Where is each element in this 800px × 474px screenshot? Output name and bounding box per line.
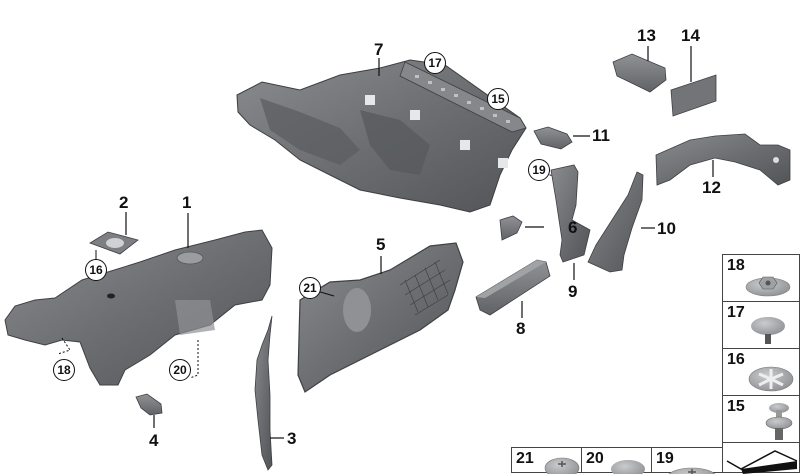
legend-cell-assortment[interactable] <box>722 442 800 474</box>
circled-callout-19[interactable]: 19 <box>528 159 550 181</box>
callout-6[interactable]: 6 <box>568 218 578 237</box>
expanding-rivet-icon <box>765 403 793 440</box>
circled-callout-21[interactable]: 21 <box>299 277 321 299</box>
part-10-pillar-trim <box>587 171 655 273</box>
circled-callout-18[interactable]: 18 <box>53 359 75 381</box>
circled-callout-15[interactable]: 15 <box>487 88 509 110</box>
legend-cell-16[interactable]: 16 <box>722 348 800 396</box>
part-12-wheelarch-insulation <box>655 133 791 186</box>
screw-icon <box>544 457 580 474</box>
assortment-icon <box>726 450 798 474</box>
part-7-floor-insulation <box>236 58 527 213</box>
callout-12[interactable]: 12 <box>702 178 721 197</box>
part-13-pad <box>612 46 667 93</box>
legend-cell-15[interactable]: 15 <box>722 395 800 443</box>
legend-cell-18[interactable]: 18 <box>722 254 800 302</box>
callout-11[interactable]: 11 <box>592 126 610 145</box>
speed-clip-icon <box>748 366 794 392</box>
pan-screw-icon <box>668 467 716 474</box>
callout-1[interactable]: 1 <box>182 193 192 212</box>
part-2-gasket <box>89 212 139 262</box>
callout-2[interactable]: 2 <box>119 193 129 212</box>
circled-callout-20[interactable]: 20 <box>169 359 191 381</box>
legend-cell-19[interactable]: 19 <box>651 447 723 474</box>
legend-label-21: 21 <box>516 450 534 467</box>
part-4-bracket-pad <box>135 393 163 428</box>
part-8-foam-strip <box>475 259 551 318</box>
flange-nut-icon <box>745 276 791 297</box>
callout-8[interactable]: 8 <box>516 319 526 338</box>
legend-label-20: 20 <box>586 450 604 467</box>
circled-callout-16[interactable]: 16 <box>85 259 107 281</box>
callout-14[interactable]: 14 <box>681 26 700 45</box>
legend-cell-21[interactable]: 21 <box>511 447 582 474</box>
callout-3[interactable]: 3 <box>287 429 297 448</box>
push-rivet-icon <box>751 317 785 344</box>
legend-label-17: 17 <box>727 304 745 321</box>
cap-plug-icon <box>611 460 645 474</box>
legend-cell-20[interactable]: 20 <box>581 447 652 474</box>
legend-label-15: 15 <box>727 398 745 415</box>
part-5-door-insulation <box>297 242 464 393</box>
legend-cell-17[interactable]: 17 <box>722 301 800 349</box>
callout-13[interactable]: 13 <box>637 26 656 45</box>
legend-label-19: 19 <box>656 450 674 467</box>
part-9-pillar-insulation <box>541 164 591 280</box>
callout-7[interactable]: 7 <box>374 40 384 59</box>
callout-5[interactable]: 5 <box>376 235 386 254</box>
part-11-block <box>533 126 590 150</box>
callout-10[interactable]: 10 <box>657 219 676 238</box>
legend-label-16: 16 <box>727 351 745 368</box>
part-3-side-shield <box>254 315 284 471</box>
callout-4[interactable]: 4 <box>149 431 159 450</box>
part-6-small-pad <box>499 215 544 241</box>
part-14-sheet <box>670 46 717 117</box>
part-1-tunnel-heat-shield <box>4 213 273 386</box>
circled-callout-17[interactable]: 17 <box>424 52 446 74</box>
callout-9[interactable]: 9 <box>568 282 578 301</box>
legend-label-18: 18 <box>727 257 745 274</box>
